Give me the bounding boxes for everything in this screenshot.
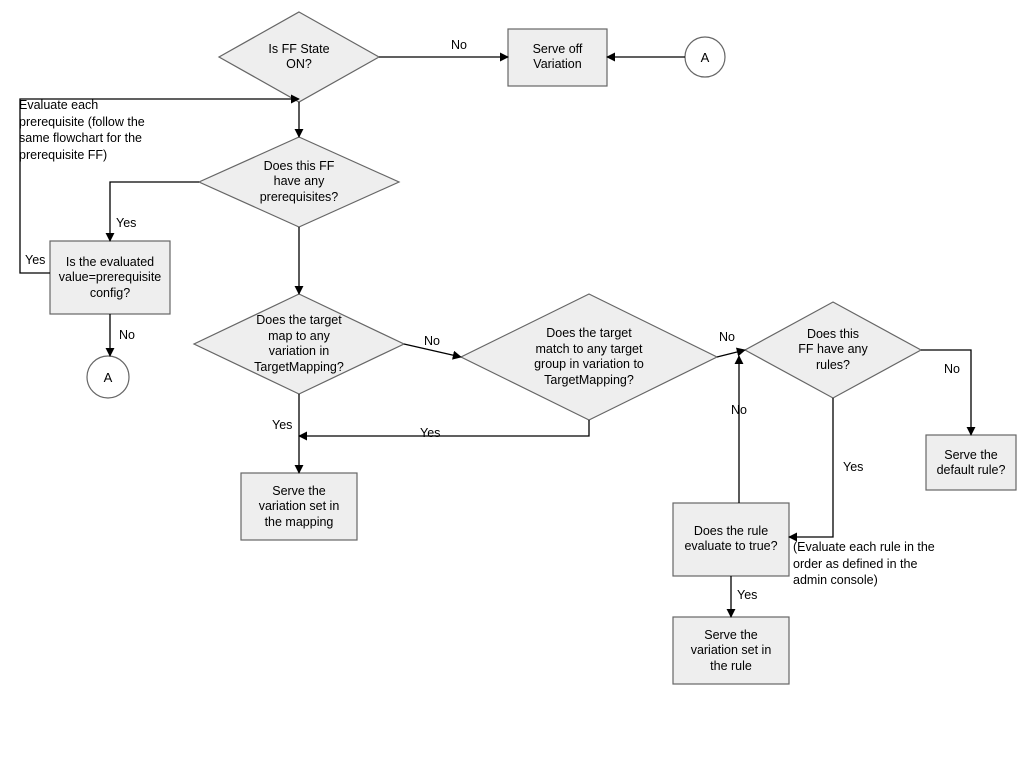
node-has-prereq-label: Does this FF have any prerequisites? xyxy=(259,158,339,204)
node-eval-prereq-shape xyxy=(49,240,171,315)
edge-label-rule-true-yes: Yes xyxy=(737,588,758,602)
connector-a-left-label: A xyxy=(103,369,113,385)
edge-label-rule-true-no: No xyxy=(731,403,747,417)
edge-label-rules-yes: Yes xyxy=(843,460,864,474)
node-ff-state-label: Is FF State ON? xyxy=(268,41,330,72)
edge-label-rules-no: No xyxy=(944,362,960,376)
node-has-rules-label: Does this FF have any rules? xyxy=(798,326,868,372)
edge-has-prereq-yes xyxy=(105,181,199,242)
node-serve-rule-label: Serve the variation set in the rule xyxy=(690,627,772,673)
edge-label-target-group-no: No xyxy=(719,330,735,344)
edge-label-target-map-no: No xyxy=(424,334,440,348)
edge-label-target-map-yes: Yes xyxy=(272,418,293,432)
node-eval-prereq-label: Is the evaluated value=prerequisite conf… xyxy=(58,254,162,300)
edge-eval-prereq-yes-loopback xyxy=(19,94,300,274)
edge-target-map-no xyxy=(403,343,462,360)
edge-target-group-yes xyxy=(298,420,590,441)
note-rules-order: (Evaluate each rule in the order as defi… xyxy=(793,540,935,587)
edge-label-prereq-yes: Yes xyxy=(116,216,137,230)
connector-a-top-label: A xyxy=(700,49,710,65)
node-serve-mapping-label: Serve the variation set in the mapping xyxy=(258,483,340,529)
edge-label-eval-prereq-no: No xyxy=(119,328,135,342)
node-serve-off-label: Serve off Variation xyxy=(532,41,583,72)
node-rule-true-label: Does the rule evaluate to true? xyxy=(684,523,778,554)
node-target-map-label: Does the target map to any variation in … xyxy=(254,313,344,374)
edge-has-rules-yes xyxy=(788,398,834,542)
node-serve-off-shape xyxy=(507,28,608,87)
note-prerequisite: Evaluate each prerequisite (follow the s… xyxy=(19,98,145,162)
node-serve-mapping-shape xyxy=(240,472,358,541)
node-serve-default-shape xyxy=(925,434,1017,491)
node-serve-default-label: Serve the default rule? xyxy=(936,447,1006,478)
node-target-group-label: Does the target match to any target grou… xyxy=(534,326,644,387)
edge-label-ff-state-no: No xyxy=(451,38,467,52)
edge-target-group-no xyxy=(716,347,746,358)
edge-label-prereq-loop-yes: Yes xyxy=(25,253,46,267)
edge-has-rules-no xyxy=(921,349,976,436)
edge-label-target-group-yes: Yes xyxy=(420,426,441,440)
